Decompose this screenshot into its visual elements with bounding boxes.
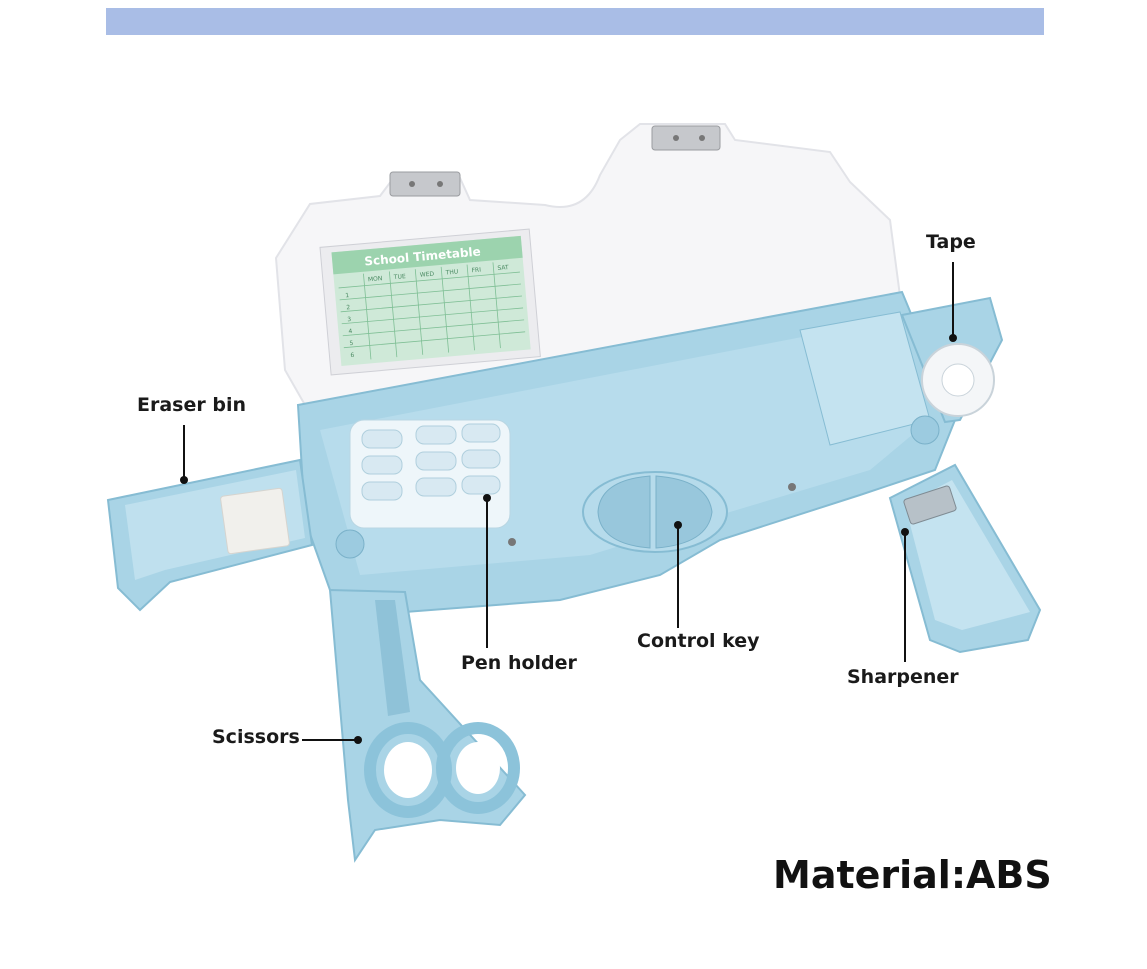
sharpener-blade — [903, 485, 957, 525]
timetable-row: 1 — [345, 292, 350, 299]
timetable-row: 4 — [348, 328, 353, 335]
school-timetable-card: School Timetable MON TUE WED THU FRI SAT… — [319, 228, 541, 376]
pen-holder-label: Pen holder — [461, 652, 577, 674]
eraser-block — [220, 487, 290, 555]
timetable-row: 3 — [347, 316, 352, 323]
timetable-rows: 1 2 3 4 5 6 — [345, 292, 355, 359]
control-key-label: Control key — [637, 630, 760, 652]
tape-label: Tape — [926, 231, 976, 253]
top-color-band — [106, 8, 1044, 35]
timetable-row: 5 — [349, 340, 354, 347]
eraser-bin-label: Eraser bin — [137, 394, 246, 416]
eraser-bin — [106, 458, 314, 612]
leader-dots — [180, 334, 957, 744]
material-label: Material:ABS — [773, 853, 1052, 897]
scissors-tray — [328, 588, 527, 863]
timetable-day: FRI — [471, 266, 481, 274]
timetable-day: THU — [444, 268, 458, 276]
sharpener-drawer — [888, 463, 1042, 654]
timetable-day: SAT — [497, 264, 509, 272]
lid-clip-right — [651, 125, 721, 151]
pen-holder — [349, 419, 511, 529]
timetable-days: MON TUE WED THU FRI SAT — [368, 264, 510, 283]
timetable-row: 2 — [346, 304, 351, 311]
leader-lines — [183, 262, 954, 741]
lid-clip-left — [389, 171, 461, 197]
corner-button — [910, 415, 940, 445]
timetable-row: 6 — [350, 352, 355, 359]
control-key — [582, 471, 728, 553]
tape-dispenser — [900, 296, 1004, 424]
corner-button — [335, 529, 365, 559]
timetable-day: WED — [420, 271, 435, 279]
timetable-day: MON — [368, 275, 383, 283]
timetable-day: TUE — [393, 273, 407, 281]
scissors-label: Scissors — [212, 726, 300, 748]
sharpener-label: Sharpener — [847, 666, 959, 688]
